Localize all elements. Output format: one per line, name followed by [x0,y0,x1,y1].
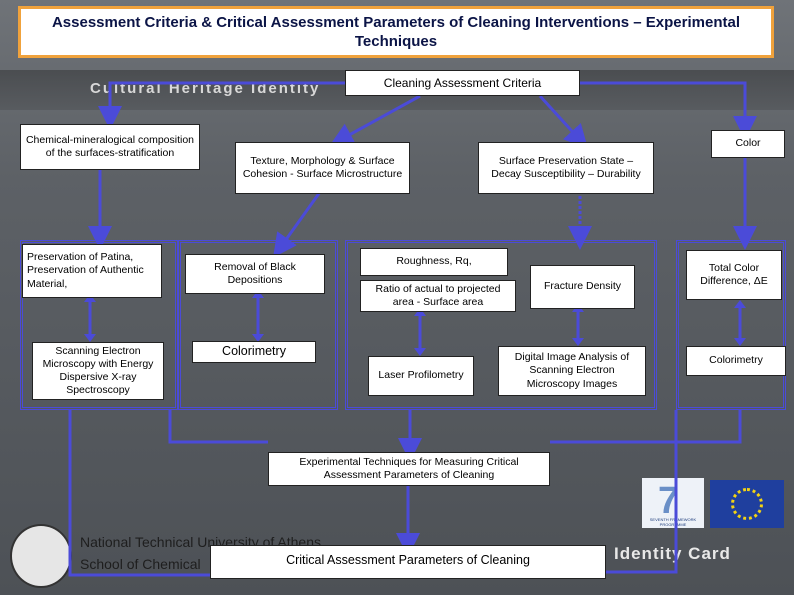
node-color: Color [711,130,785,158]
node-colorimetry-2: Colorimetry [686,346,786,376]
node-laser-profilometry: Laser Profilometry [368,356,474,396]
connector-criteria-surface [538,94,589,149]
connector-criteria-texture [329,94,421,146]
node-image-analysis-sem: Digital Image Analysis of Scanning Elect… [498,346,646,396]
group-surface-frame [345,240,657,410]
node-cleaning-assessment-criteria: Cleaning Assessment Criteria [345,70,580,96]
eu-stars-ring [731,488,763,520]
connector-right-critical [606,410,678,574]
connector-criteria-color [580,81,757,140]
arrowhead-black-up [252,290,264,298]
node-experimental-techniques: Experimental Techniques for Measuring Cr… [268,452,550,486]
fp7-logo: 7 SEVENTH FRAMEWORK PROGRAMME [642,478,704,528]
group-chemical-frame [20,240,178,410]
arrowhead-laser-down [414,348,426,356]
arrowhead-colorimetry2-down [734,338,746,346]
node-removal-black-depositions: Removal of Black Depositions [185,254,325,294]
connector-left-critical [68,410,210,577]
identity-card-text: Identity Card [614,544,731,563]
node-roughness: Roughness, Rq, [360,248,508,276]
arrowhead-total-up [734,300,746,308]
footer-school-text: School of Chemical [80,556,201,572]
slide-title: Assessment Criteria & Critical Assessmen… [18,6,774,58]
group-texture-frame [178,240,338,410]
node-fracture-density: Fracture Density [530,265,635,309]
node-colorimetry-1: Colorimetry [192,341,316,363]
node-total-color-difference: Total Color Difference, ΔE [686,250,782,300]
arrowhead-patina-up [84,294,96,302]
group-color-frame [676,240,786,410]
arrowhead-image-down [572,338,584,346]
connector-group-right-experimental [550,410,742,444]
node-critical-assessment-parameters: Critical Assessment Parameters of Cleani… [210,545,606,579]
connector-criteria-chemical [98,81,345,130]
eu-flag-logo [710,480,784,528]
connector-texture-black [273,191,322,258]
node-chemical-composition: Chemical-mineralogical composition of th… [20,124,200,170]
node-sem-edx: Scanning Electron Microscopy with Energy… [32,342,164,400]
connector-group-left-experimental [168,410,268,444]
node-texture-morphology: Texture, Morphology & Surface Cohesion -… [235,142,410,194]
node-ratio-surface-area: Ratio of actual to projected area - Surf… [360,280,516,312]
fp7-seven-shape: 7 [658,480,680,522]
node-surface-preservation: Surface Preservation State – Decay Susce… [478,142,654,194]
arrowhead-sem-down [84,334,96,342]
fp7-label: SEVENTH FRAMEWORK PROGRAMME [649,517,697,527]
node-preservation-patina: Preservation of Patina, Preservation of … [22,244,162,298]
arrowhead-colorimetry-down [252,334,264,342]
arrowhead-ratio-up [414,308,426,316]
